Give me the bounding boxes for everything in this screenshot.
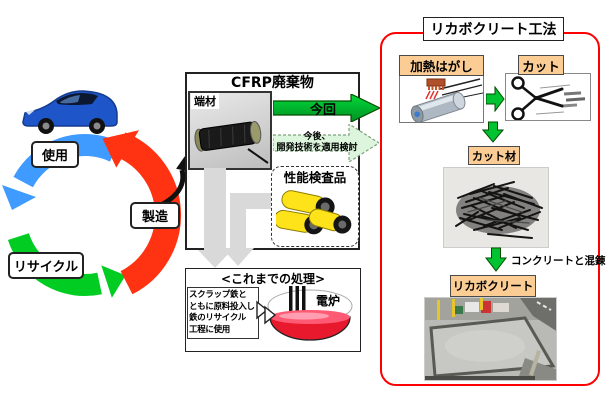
future-text-line2: 開発技術を適用検討 — [276, 143, 358, 153]
offcut-text: 端材 — [194, 95, 216, 108]
concrete-site-icon — [425, 298, 556, 380]
cfrp-title-text: CFRP廃棄物 — [231, 75, 314, 91]
offcut-photo: 端材 — [188, 91, 272, 170]
future-arrow — [273, 124, 379, 162]
offcut-label: 端材 — [191, 93, 219, 109]
heat-to-cut-arrow — [486, 86, 505, 112]
cycle-label-manufacture: 製造 — [130, 202, 180, 229]
inspection-rollers-icon — [276, 190, 352, 235]
note-pointer-icon — [256, 300, 277, 325]
legacy-note-box: スクラップ鉄と ともに原料投入し 鉄のリサイクル 工程に使用 — [187, 287, 259, 339]
cut-material-photo — [443, 167, 549, 248]
legacy-note-line4: 工程に使用 — [189, 324, 231, 335]
inspection-title: 性能検査品 — [271, 168, 359, 185]
mix-note-text: コンクリートと混錬 — [511, 255, 606, 267]
cut-material-text: カット材 — [472, 149, 516, 163]
legacy-note-line3: 鉄のリサイクル — [189, 313, 246, 323]
heat-step-image — [399, 74, 484, 123]
legacy-note-line2: ともに原料投入し — [189, 301, 255, 312]
cycle-label-use: 使用 — [31, 141, 79, 168]
cut-step-text: カット — [522, 58, 560, 74]
heat-step-text: 加熱はがし — [410, 59, 473, 74]
legacy-title-text: <これまでの処理> — [220, 271, 326, 286]
offcut-roll-icon — [194, 120, 269, 164]
now-arrow — [273, 94, 380, 122]
cut-step-label: カット — [518, 55, 564, 75]
mix-note: コンクリートと混錬 — [511, 253, 607, 268]
future-arrow-label: 今後、 開発技術を適用検討 — [276, 127, 358, 159]
heat-step-label: 加熱はがし — [399, 55, 484, 76]
legacy-title: <これまでの処理> — [186, 270, 360, 286]
cycle-label-recycle: リサイクル — [8, 252, 84, 279]
method-title-text: リカボクリート工法 — [430, 22, 557, 38]
product-photo — [424, 297, 557, 381]
scissors-icon — [511, 76, 586, 120]
inspection-elbow-arrow — [222, 193, 271, 266]
now-arrow-label: 今回 — [283, 98, 363, 118]
now-text: 今回 — [309, 102, 336, 118]
cut-material-label: カット材 — [468, 146, 520, 165]
fiber-pile-icon — [455, 181, 543, 239]
cfrp-waste-title: CFRP廃棄物 — [187, 73, 358, 91]
method-title-box: リカボクリート工法 — [423, 17, 564, 41]
material-to-mix-arrow — [485, 247, 507, 272]
furnace-label: 電炉 — [312, 292, 344, 308]
use-text: 使用 — [41, 149, 68, 164]
inspection-text: 性能検査品 — [283, 169, 347, 185]
furnace-text: 電炉 — [315, 293, 340, 308]
legacy-flow-arrows — [198, 168, 271, 268]
product-text: リカボクリート — [452, 279, 534, 293]
cut-step-image — [505, 73, 591, 121]
manufacture-text: 製造 — [141, 210, 168, 225]
cut-to-material-arrow — [482, 121, 504, 143]
car-icon — [22, 90, 118, 134]
legacy-note-line1: スクラップ鉄と — [189, 290, 247, 300]
recycle-text: リサイクル — [13, 260, 79, 275]
furnace-icon — [267, 286, 353, 341]
future-text-line1: 今後、 — [303, 132, 331, 142]
product-label: リカボクリート — [450, 275, 536, 297]
offcut-down-arrow — [198, 168, 232, 268]
heat-roller-icon — [410, 78, 483, 122]
